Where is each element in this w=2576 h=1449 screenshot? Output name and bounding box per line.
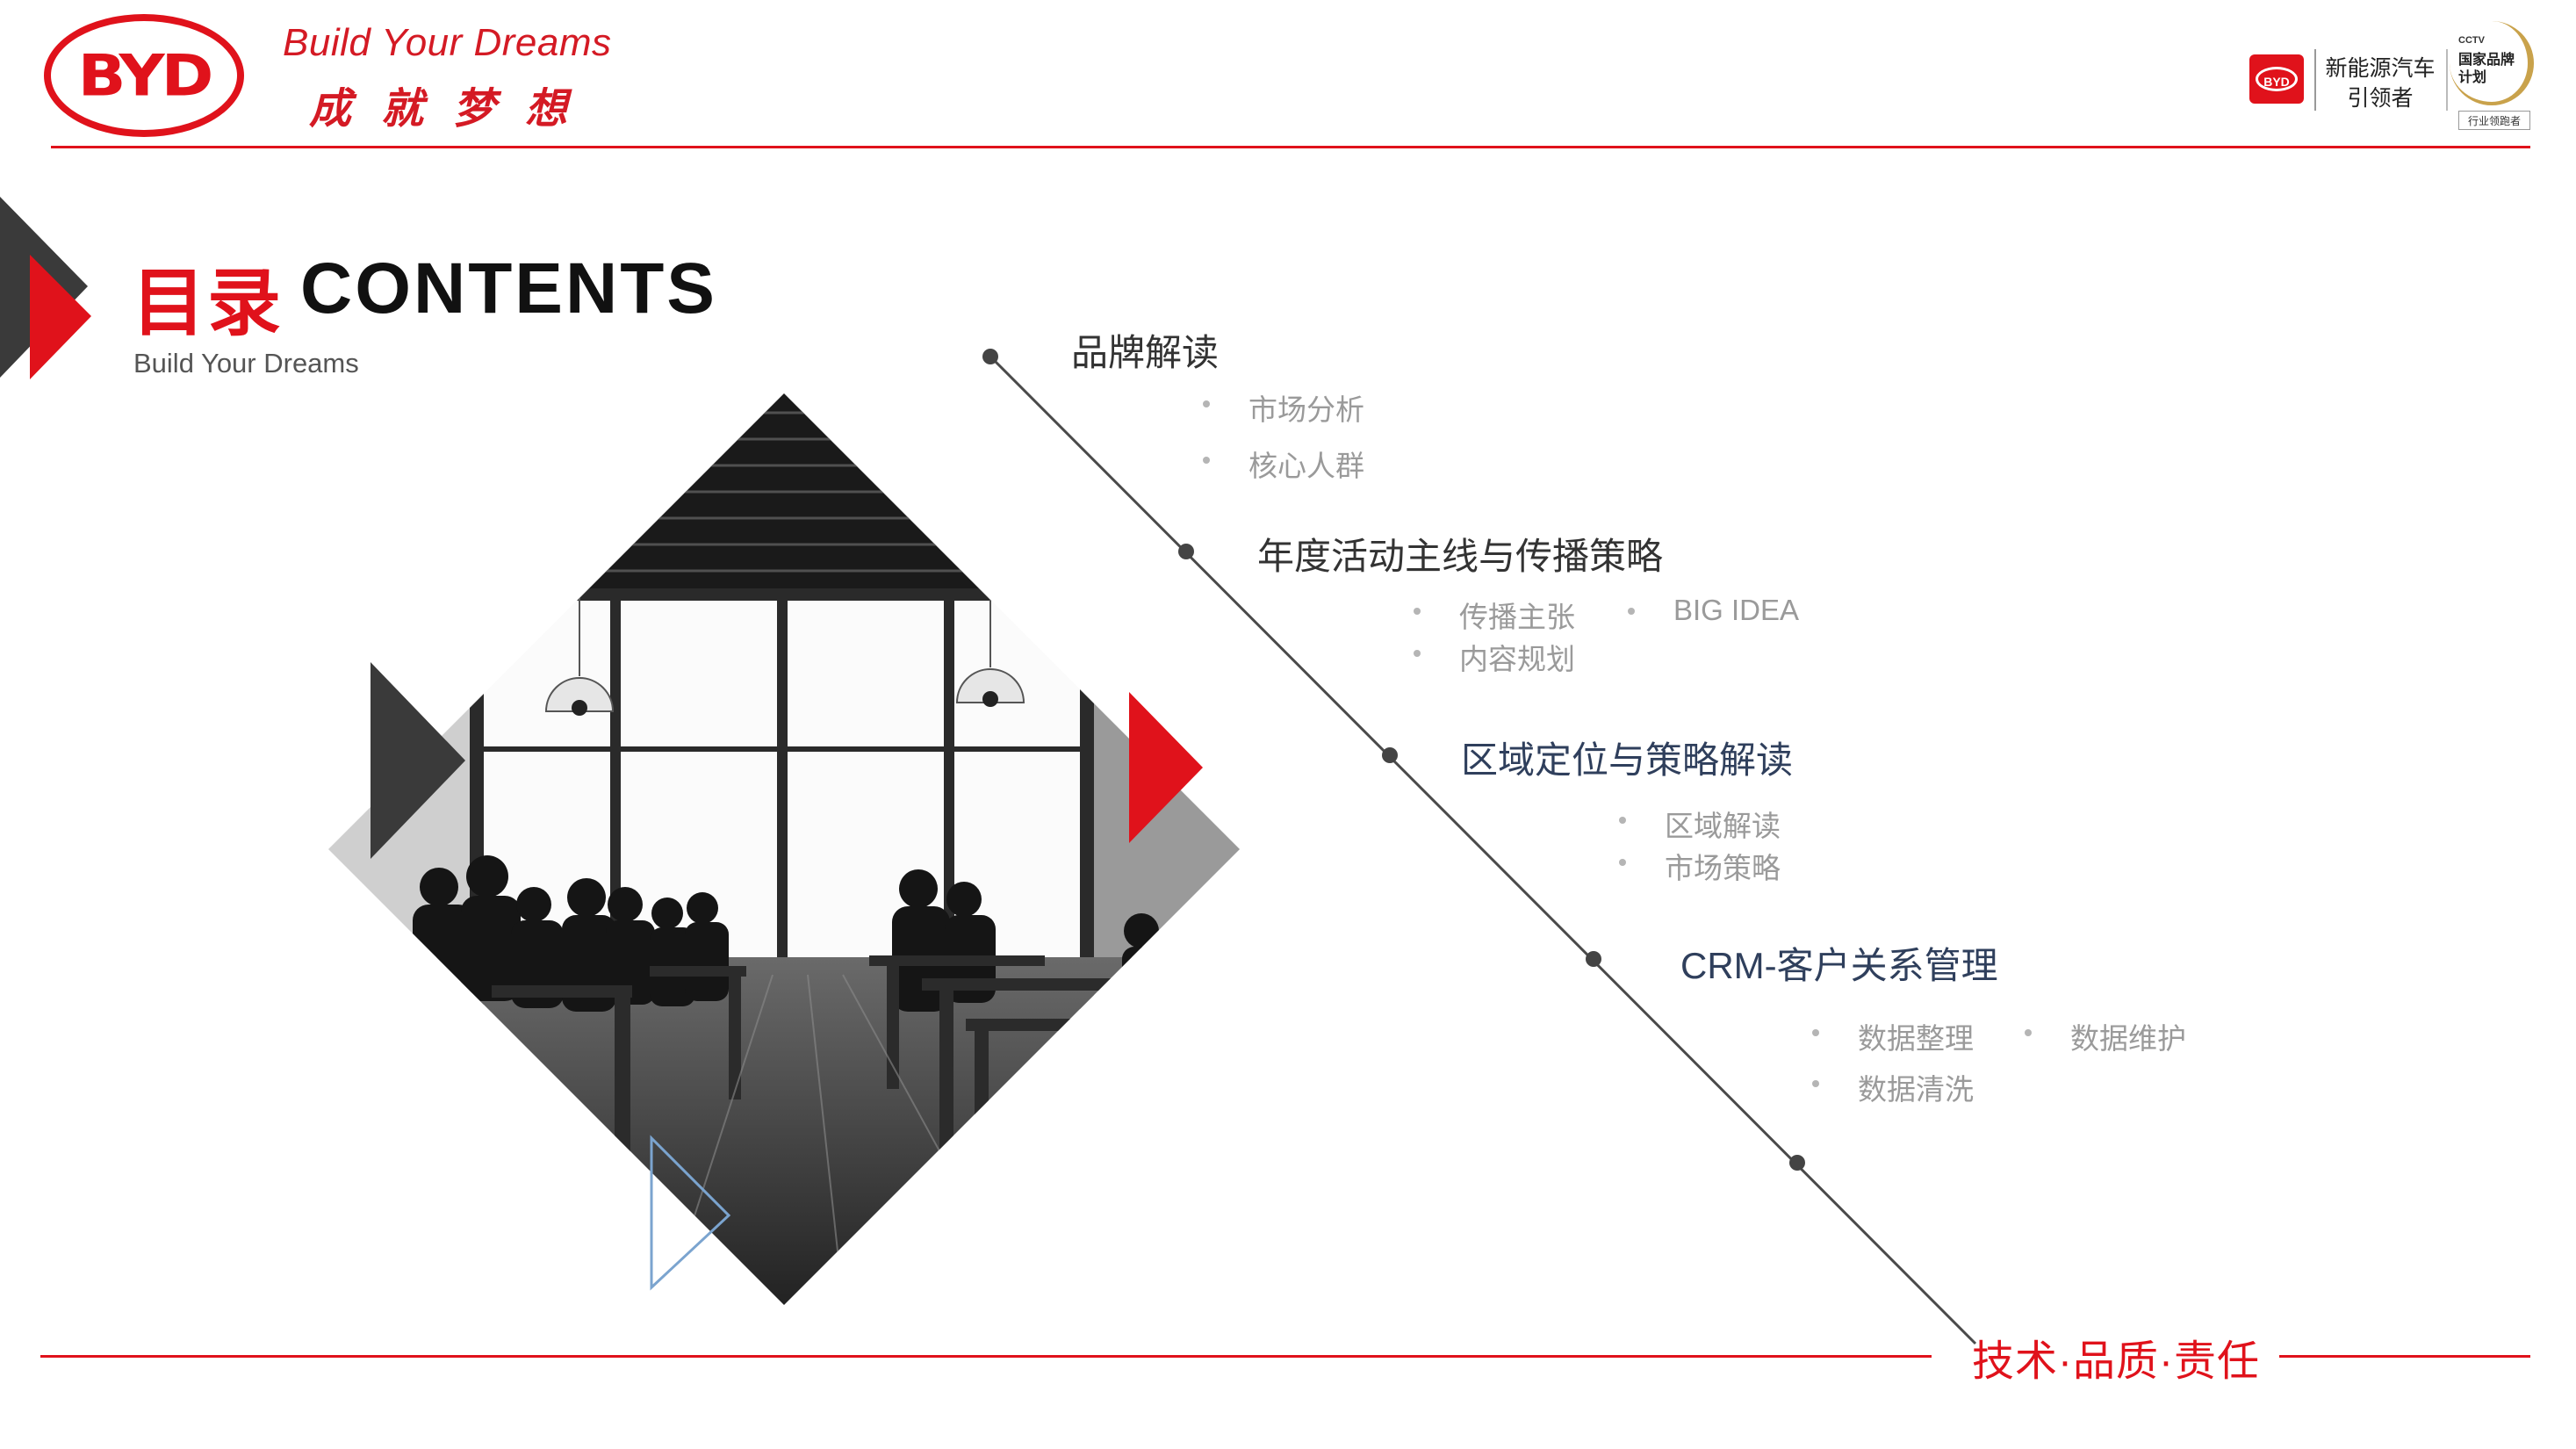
section-1-title: 品牌解读 (1071, 332, 1220, 373)
section-4-item-1: 数据整理 (1812, 1015, 1974, 1057)
footer-divider-left (40, 1355, 1932, 1358)
timeline-node-5 (1789, 1155, 1805, 1171)
red-accent-triangle (1129, 692, 1203, 843)
section-1-item-1: 市场分析 (1203, 386, 1364, 429)
section-2-item-3: 内容规划 (1414, 636, 1575, 678)
title-chevron-decoration (0, 197, 91, 379)
section-2-item-1: 传播主张 (1414, 594, 1575, 636)
medal-footer-label: 行业领跑者 (2458, 111, 2530, 130)
section-1-item-2: 核心人群 (1203, 443, 1364, 485)
medal-text-line2: 计划 (2458, 70, 2487, 85)
timeline-line (989, 355, 1977, 1345)
section-3-title: 区域定位与策略解读 (1461, 739, 1794, 781)
medal-text-line1: 国家品牌 (2458, 53, 2515, 68)
section-2-item-2: BIG IDEA (1627, 594, 1800, 626)
timeline-node-3 (1382, 747, 1398, 763)
dark-accent-triangle (371, 662, 465, 859)
section-4-item-3: 数据清洗 (1812, 1066, 1974, 1108)
badge-byd-logo: BYD (2249, 54, 2304, 104)
slogan-english: Build Your Dreams (283, 21, 612, 64)
section-3-item-2: 市场策略 (1619, 845, 1781, 887)
byd-logo-text: BYD (77, 42, 214, 109)
section-4-title: CRM-客户关系管理 (1680, 945, 1998, 986)
timeline-node-4 (1586, 951, 1601, 967)
header-divider (51, 146, 2530, 148)
medal-cctv-text: CCTV (2458, 35, 2485, 46)
timeline-node-2 (1178, 544, 1194, 559)
badge-separator (2314, 49, 2316, 111)
section-4-item-2: 数据维护 (2025, 1015, 2186, 1057)
national-brand-medal-icon (2450, 21, 2534, 105)
title-english: CONTENTS (300, 249, 717, 328)
footer-tagline: 技术·品质·责任 (1972, 1338, 2260, 1385)
title-chinese: 目录 (132, 262, 284, 344)
badge-separator-2 (2446, 49, 2448, 111)
slogan-chinese: 成就梦想 (309, 84, 598, 133)
section-3-item-1: 区域解读 (1619, 803, 1781, 845)
red-triangle-shape (30, 255, 91, 379)
badge-text-line2: 引领者 (2347, 86, 2414, 111)
badge-text-line1: 新能源汽车 (2325, 56, 2436, 81)
cafe-silhouette-photo (328, 393, 1240, 1305)
timeline-node-1 (982, 349, 998, 364)
badge-logo-text: BYD (2256, 67, 2298, 91)
title-subtitle: Build Your Dreams (133, 348, 359, 378)
blue-outline-triangle (650, 1135, 731, 1291)
section-2-title: 年度活动主线与传播策略 (1257, 536, 1664, 577)
footer-divider-right (2279, 1355, 2530, 1358)
byd-logo: BYD (44, 14, 244, 137)
